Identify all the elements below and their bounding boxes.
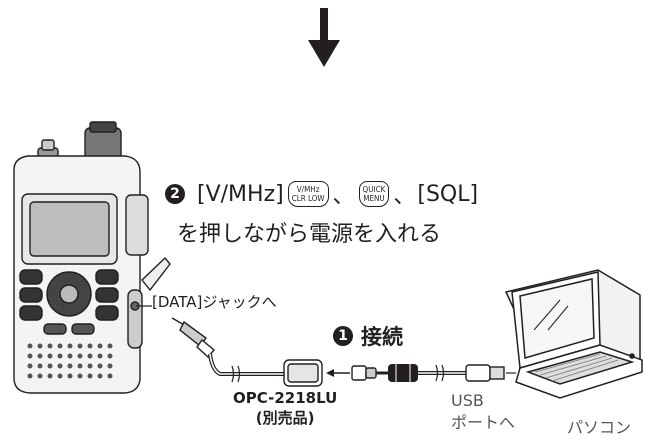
- data-jack-label: [DATA]ジャックへ: [152, 293, 277, 311]
- transceiver-radio: [13, 121, 171, 394]
- cable-sold-separately-note: (別売品): [255, 409, 315, 427]
- usb-a-plug: [465, 364, 505, 382]
- vmhz-key-label: [V/MHz]: [197, 181, 284, 207]
- step1-label: 接続: [361, 325, 403, 349]
- step2-instruction-line2: を押しながら電源を入れる: [177, 222, 442, 247]
- separator: 、: [332, 184, 355, 209]
- down-arrow-icon: [308, 8, 340, 67]
- usb-label-line1: USB: [451, 391, 484, 410]
- vmhz-key-bottom-text: CLR LOW: [291, 194, 325, 203]
- ferrite-core: [388, 364, 418, 382]
- step1-number-badge: 1: [333, 326, 353, 346]
- cable-label: OPC-2218LU (別売品): [233, 388, 337, 428]
- cable-break-marks: [231, 364, 445, 383]
- step1-instruction: 1 接続: [333, 321, 403, 351]
- step2-number-badge: 2: [165, 184, 185, 204]
- quick-key-bottom-text: MENU: [363, 194, 385, 203]
- separator: 、: [393, 184, 416, 209]
- quick-menu-key-icon: QUICK MENU: [358, 181, 390, 207]
- direction-arrow-icon: [326, 369, 350, 377]
- sql-key-label: [SQL]: [417, 181, 479, 207]
- cable-adapter-box: [283, 359, 323, 387]
- quick-key-top-text: QUICK: [362, 185, 386, 194]
- laptop-pc: [504, 269, 643, 399]
- vmhz-key-top-text: V/MHz: [296, 185, 320, 194]
- usb-label-line2: ポートへ: [451, 413, 516, 432]
- mini-usb-connector: [351, 365, 377, 381]
- cable-model-name: OPC-2218LU: [233, 389, 338, 407]
- pc-label: パソコン: [567, 418, 632, 437]
- vmhz-clrlow-key-icon: V/MHz CLR LOW: [287, 181, 329, 207]
- step2-instruction-line1: 2 [V/MHz] V/MHz CLR LOW 、 QUICK MENU 、 […: [165, 178, 478, 210]
- data-plug: [171, 317, 215, 359]
- usb-port-label: USB ポートへ: [451, 390, 515, 434]
